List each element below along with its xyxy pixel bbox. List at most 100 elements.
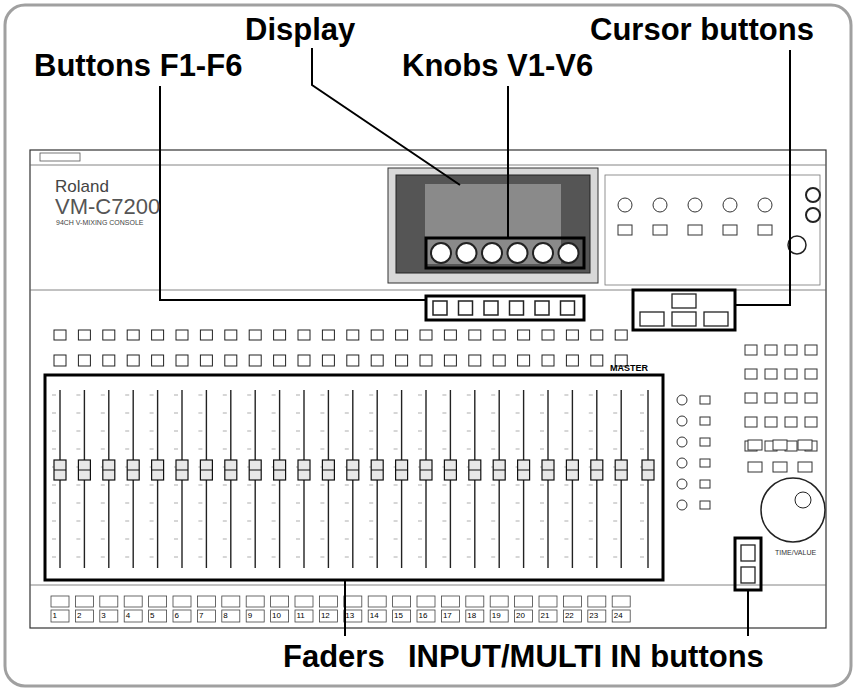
ch-edit-button: [152, 355, 164, 366]
panel-line: [30, 165, 826, 166]
status-button: [591, 330, 603, 340]
fader-scale: [198, 503, 202, 504]
flex-knob: [677, 458, 687, 468]
ch-edit-button: [225, 355, 237, 366]
fader-scale: [101, 395, 105, 396]
fader-scale: [150, 431, 154, 432]
fader-scale: [540, 431, 544, 432]
channel-label-strip: [368, 596, 386, 607]
fader-scale: [76, 395, 80, 396]
fader-scale: [394, 557, 398, 558]
flex-knob: [677, 416, 687, 426]
leader-line: [160, 86, 426, 300]
fader-scale: [442, 557, 446, 558]
fader-cap: [591, 460, 603, 480]
callout-label: Cursor buttons: [590, 14, 814, 45]
fader-scale: [442, 431, 446, 432]
monitor-button: [723, 225, 737, 235]
channel-number-box: [197, 610, 215, 622]
fader-scale: [516, 413, 520, 414]
fader-scale: [76, 503, 80, 504]
fader-scale: [174, 485, 178, 486]
function-button: [433, 301, 447, 315]
channel-label-strip: [393, 596, 411, 607]
fader-scale: [223, 521, 227, 522]
fader-cap: [225, 460, 237, 480]
fader-scale: [223, 539, 227, 540]
channel-number-box: [271, 610, 289, 622]
ch-edit-button: [322, 355, 334, 366]
channel-label-strip: [515, 596, 533, 607]
flex-button: [700, 501, 710, 509]
fader-scale: [369, 449, 373, 450]
fader-scale: [198, 485, 202, 486]
fader-scale: [491, 413, 495, 414]
fader-scale: [442, 395, 446, 396]
highlight-faders: [45, 375, 663, 580]
fader-scale: [296, 449, 300, 450]
fader-cap: [127, 460, 139, 480]
fader-scale: [76, 557, 80, 558]
fader-scale: [540, 557, 544, 558]
fader-scale: [150, 485, 154, 486]
fader-scale: [272, 431, 276, 432]
channel-number-box: [149, 610, 167, 622]
channel-number-box: [344, 610, 362, 622]
panel-text: TIME/VALUE: [775, 549, 816, 556]
fader-scale: [101, 449, 105, 450]
fader-cap: [444, 460, 456, 480]
panel-line: [30, 585, 826, 586]
fader-scale: [223, 503, 227, 504]
fader-scale: [564, 503, 568, 504]
fader-scale: [516, 557, 520, 558]
panel-text: VM-C7200: [55, 196, 160, 218]
fader-scale: [564, 449, 568, 450]
fader-scale: [442, 503, 446, 504]
fader-scale: [369, 521, 373, 522]
ch-edit-button: [127, 355, 139, 366]
fader-cap: [298, 460, 310, 480]
channel-number: 9: [248, 612, 252, 620]
fader-scale: [394, 485, 398, 486]
fader-scale: [296, 395, 300, 396]
fader-scale: [223, 485, 227, 486]
channel-label-strip: [319, 596, 337, 607]
channel-label-strip: [539, 596, 557, 607]
fader-scale: [247, 485, 251, 486]
function-button: [561, 301, 575, 315]
fader-scale: [640, 431, 644, 432]
leader-line: [735, 50, 790, 305]
display-screen: [396, 175, 590, 273]
fader-scale: [247, 395, 251, 396]
flex-button: [700, 480, 710, 488]
fader-scale: [150, 539, 154, 540]
fader-scale: [198, 413, 202, 414]
fader-scale: [174, 431, 178, 432]
fader-cap-line: [615, 470, 627, 471]
fader-scale: [540, 521, 544, 522]
channel-number-box: [490, 610, 508, 622]
fader-scale: [320, 485, 324, 486]
fader-cap-line: [444, 470, 456, 471]
status-button: [298, 330, 310, 340]
channel-label-strip: [124, 596, 142, 607]
fader-scale: [150, 503, 154, 504]
status-button: [493, 330, 505, 340]
fader-scale: [174, 449, 178, 450]
status-button: [78, 330, 90, 340]
monitor-button: [653, 225, 667, 235]
fader-cap-line: [298, 470, 310, 471]
fader-scale: [247, 503, 251, 504]
status-button: [347, 330, 359, 340]
panel-button: [765, 369, 777, 379]
channel-number: 10: [272, 612, 281, 620]
flex-knob: [677, 437, 687, 447]
panel-button: [785, 393, 797, 403]
outer-frame: [5, 5, 851, 686]
channel-number: 3: [101, 612, 105, 620]
fader-cap-line: [78, 470, 90, 471]
flex-button: [700, 396, 710, 404]
status-button: [444, 330, 456, 340]
monitor-knob: [653, 198, 667, 212]
monitor-panel: [605, 175, 820, 285]
